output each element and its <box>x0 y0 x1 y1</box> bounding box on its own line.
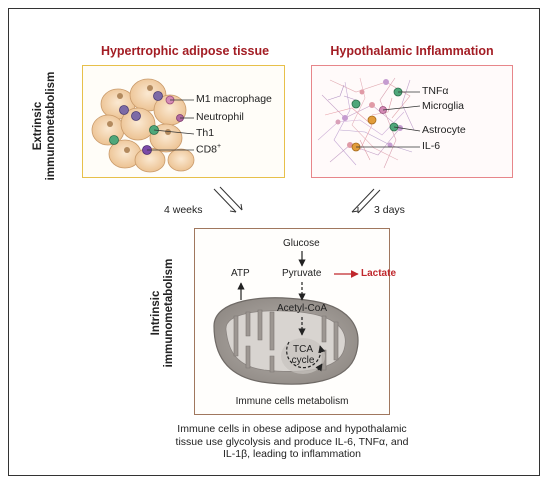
label-lactate: Lactate <box>361 268 397 279</box>
figure-frame <box>8 8 540 476</box>
label-tca-line1: TCA <box>293 344 313 355</box>
summary-line3: IL-1β, leading to inflammation <box>223 448 361 460</box>
summary-line2: tissue use glycolysis and produce IL-6, … <box>175 435 409 448</box>
summary-line1: Immune cells in obese adipose and hypoth… <box>177 423 407 435</box>
hypothalamic-panel-title: Hypothalamic Inflammation <box>330 44 494 58</box>
metabolism-arrows <box>237 251 359 372</box>
adipose-callout-lines <box>147 99 195 151</box>
transition-label-4-weeks: 4 weeks <box>164 204 203 216</box>
label-astrocyte: Astrocyte <box>422 124 466 136</box>
transition-label-3-days: 3 days <box>374 204 405 216</box>
label-il6: IL-6 <box>422 140 441 152</box>
label-th1: Th1 <box>196 127 215 139</box>
label-atp: ATP <box>231 268 250 279</box>
hypothalamic-callout-lines <box>356 91 421 148</box>
label-tca-cycle: TCA cycle <box>289 344 317 366</box>
label-acetyl-coa: Acetyl-CoA <box>277 303 328 314</box>
label-tnfa: TNFα <box>422 85 449 97</box>
label-cd8: CD8+ <box>196 143 221 156</box>
metabolism-caption: Immune cells metabolism <box>235 396 349 407</box>
label-cd8-text: CD8 <box>196 143 218 156</box>
label-cd8-superscript: + <box>217 143 222 150</box>
label-neutrophil: Neutrophil <box>196 111 244 123</box>
label-pyruvate: Pyruvate <box>282 268 322 279</box>
summary-text: Immune cells in obese adipose and hypoth… <box>150 423 434 461</box>
transition-arrow-right <box>351 188 381 214</box>
adipocyte-cluster <box>91 78 195 173</box>
tnfa-marker-1 <box>351 99 361 109</box>
transition-arrow-left <box>213 186 243 213</box>
label-tca-line2: cycle <box>291 355 315 366</box>
mitochondrion <box>213 297 359 385</box>
label-m1-macrophage: M1 macrophage <box>196 93 272 105</box>
adipose-panel-title: Hypertrophic adipose tissue <box>100 44 270 58</box>
label-microglia: Microglia <box>422 100 465 112</box>
label-glucose: Glucose <box>283 238 320 249</box>
neural-cell-bodies <box>335 79 403 148</box>
